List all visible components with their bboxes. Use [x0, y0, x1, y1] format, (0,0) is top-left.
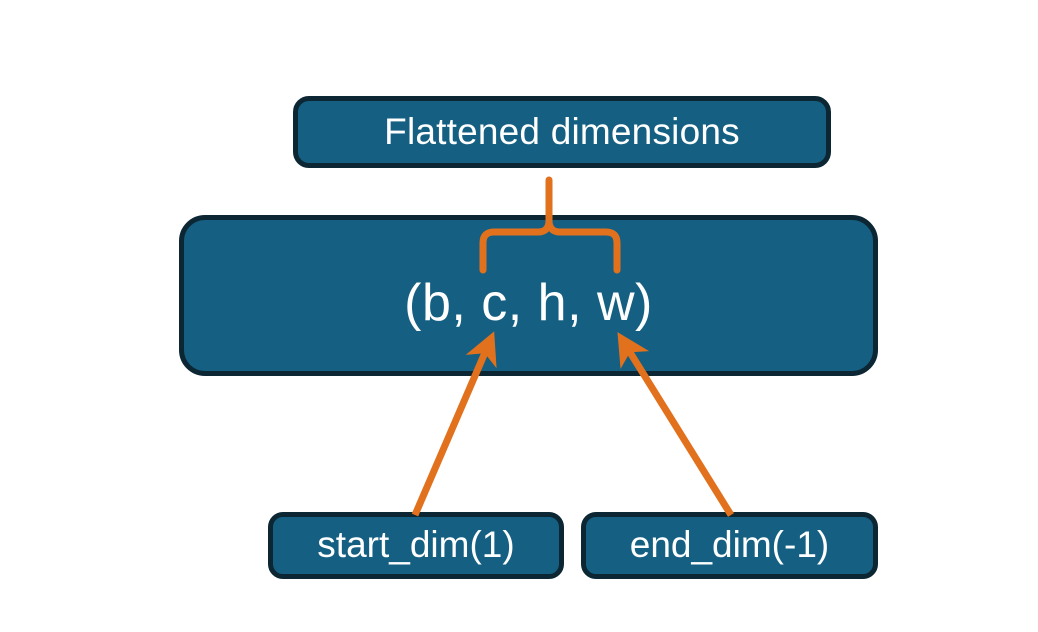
tensor-shape-label: (b, c, h, w)	[404, 274, 653, 333]
tensor-shape-node: (b, c, h, w)	[179, 215, 878, 376]
flattened-dimensions-label: Flattened dimensions	[384, 110, 740, 152]
flattened-dimensions-node: Flattened dimensions	[293, 96, 831, 168]
start-dim-label: start_dim(1)	[317, 524, 515, 566]
start-dim-node: start_dim(1)	[268, 512, 564, 579]
end-dim-label: end_dim(-1)	[629, 524, 830, 566]
end-dim-node: end_dim(-1)	[581, 512, 878, 579]
